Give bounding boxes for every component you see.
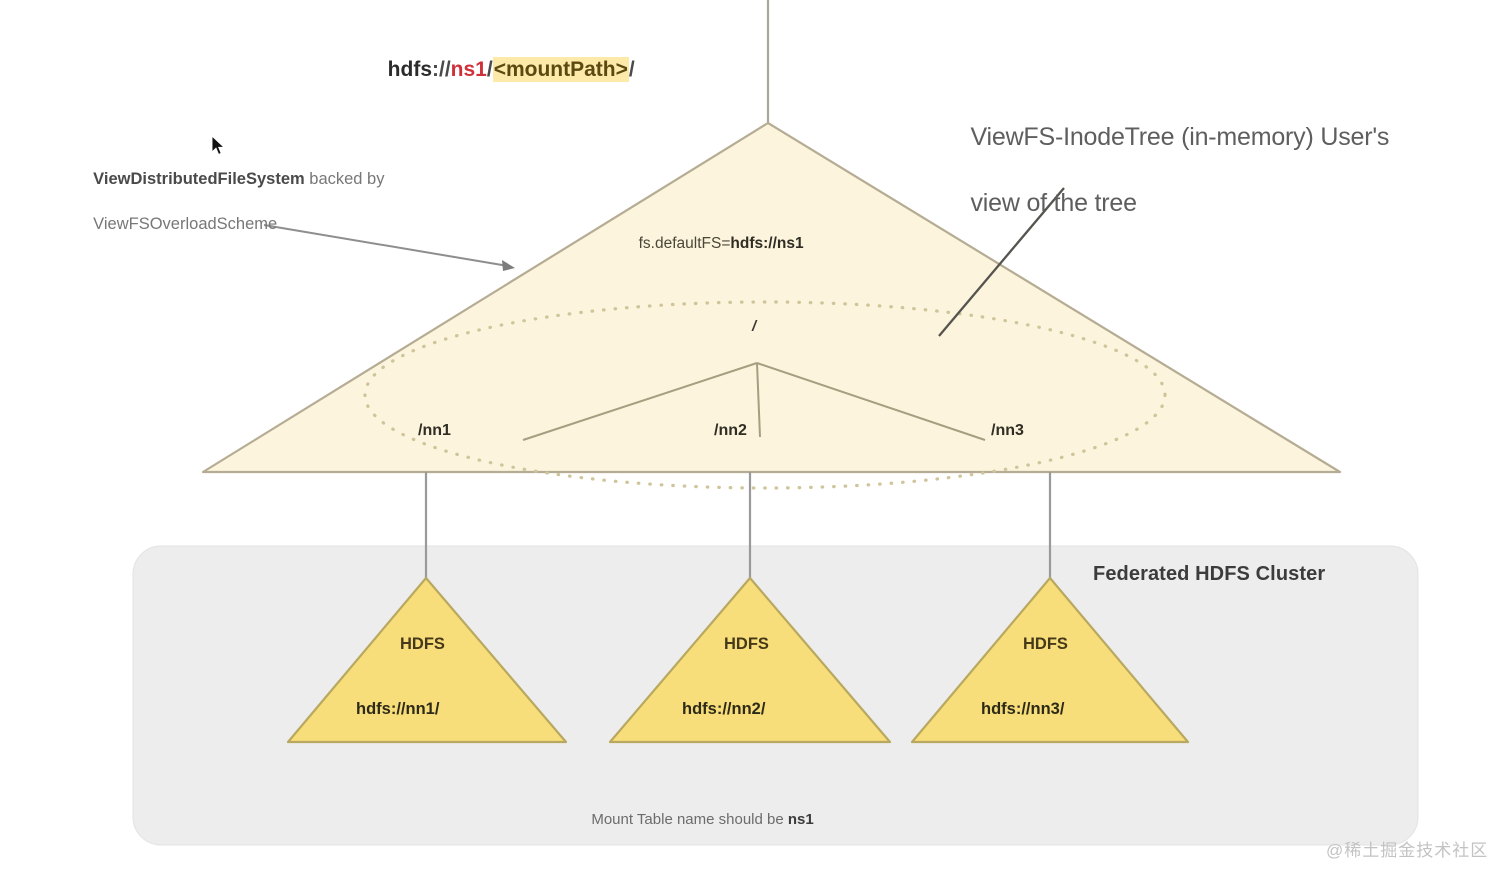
hdfs-uri-nn1: hdfs://nn1/ [356, 700, 440, 718]
default-fs-value: hdfs://ns1 [730, 234, 804, 252]
hdfs-uri-nn3: hdfs://nn3/ [981, 700, 1065, 718]
left-annotation: ViewDistributedFileSystem backed by View… [84, 146, 385, 235]
tree-edge-root-nn1 [522, 362, 758, 441]
uri-separator-1: :// [432, 57, 451, 81]
tree-node-nn2: /nn2 [714, 422, 747, 439]
uri-nameservice: ns1 [450, 57, 487, 81]
hdfs-triangle-nn2 [608, 576, 892, 744]
right-annotation-leader-line [938, 187, 1065, 337]
default-fs-key: fs.defaultFS= [638, 234, 731, 252]
hdfs-uri-nn2: hdfs://nn2/ [682, 700, 766, 718]
right-annotation-line1: ViewFS-InodeTree (in-memory) User's [970, 123, 1390, 151]
right-annotation: ViewFS-InodeTree (in-memory) User's view… [957, 88, 1390, 220]
mount-table-note-prefix: Mount Table name should be [591, 811, 788, 829]
uri-mount-path: <mountPath> [492, 56, 629, 82]
tree-edge-root-nn2 [756, 362, 761, 438]
watermark: @稀土掘金技术社区 [1326, 841, 1489, 860]
left-annotation-rest: backed by [304, 170, 385, 189]
tree-node-nn3: /nn3 [991, 422, 1024, 439]
right-annotation-line2: view of the tree [970, 189, 1138, 217]
default-fs-label: fs.defaultFS=hdfs://ns1 [630, 214, 804, 254]
mount-table-note: Mount Table name should be ns1 [583, 791, 814, 829]
left-annotation-line2: ViewFSOverloadScheme [93, 214, 278, 233]
uri-scheme: hdfs [387, 57, 432, 81]
hdfs-label-nn1: HDFS [400, 635, 445, 653]
uri-separator-2: / [486, 57, 493, 81]
tree-node-root: / [752, 318, 757, 335]
mount-table-note-value: ns1 [787, 811, 814, 829]
federated-cluster-title: Federated HDFS Cluster [1093, 563, 1326, 585]
tree-edge-root-nn3 [756, 362, 986, 441]
left-annotation-class-name: ViewDistributedFileSystem [93, 170, 305, 189]
left-annotation-leader-line [263, 224, 509, 267]
hdfs-triangle-nn3 [910, 576, 1190, 744]
viewfs-inode-tree-triangle [201, 121, 1342, 474]
viewfs-uri-label: hdfs://ns1/<mountPath>/ [376, 30, 635, 84]
hdfs-label-nn3: HDFS [1023, 635, 1068, 653]
uri-separator-3: / [628, 57, 635, 81]
inode-tree-dotted-outline [363, 300, 1167, 490]
tree-node-nn1: /nn1 [418, 422, 451, 439]
hdfs-triangle-nn1 [286, 576, 568, 744]
hdfs-label-nn2: HDFS [724, 635, 769, 653]
left-annotation-arrowhead [502, 260, 515, 271]
